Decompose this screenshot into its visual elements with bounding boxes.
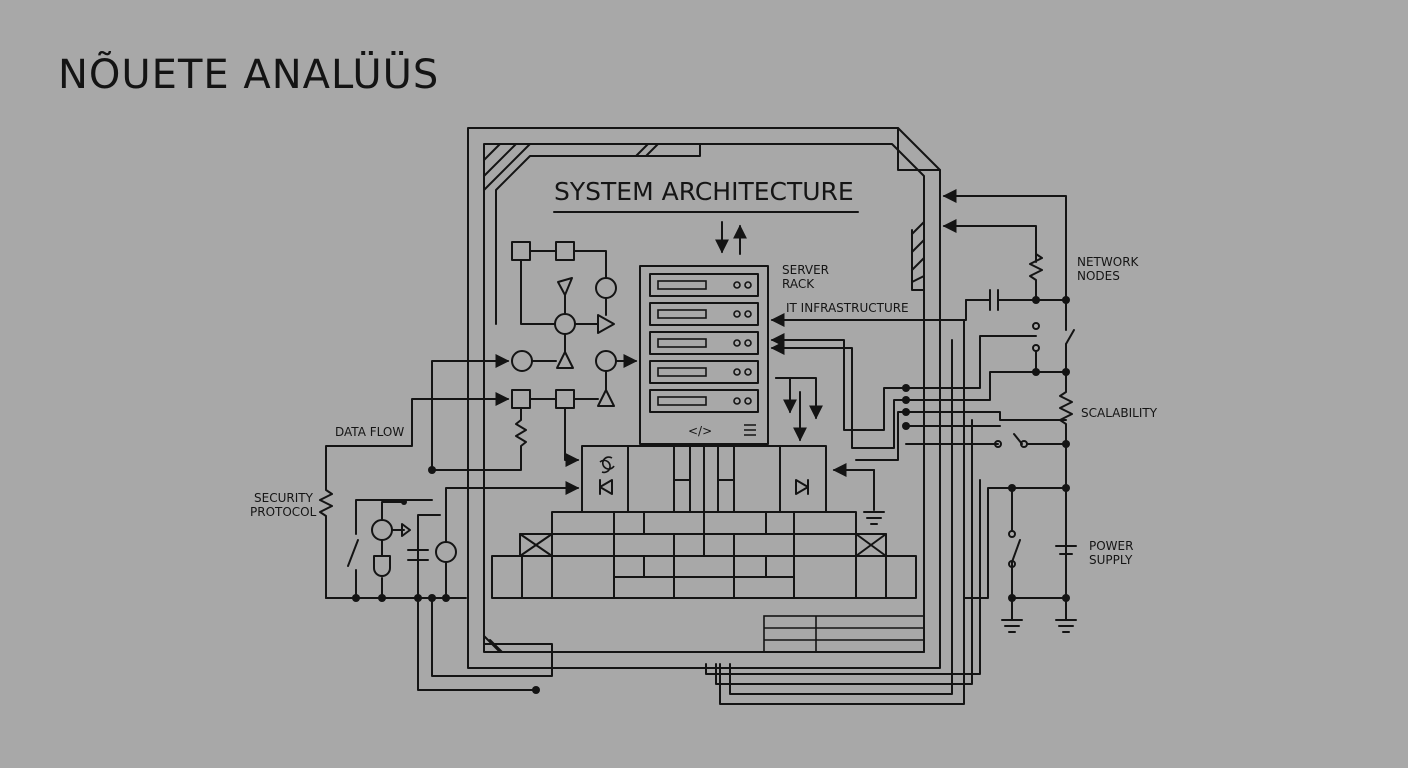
server-unit bbox=[649, 273, 759, 297]
refresh-icon bbox=[599, 456, 615, 474]
server-unit bbox=[649, 360, 759, 384]
right-circuits bbox=[705, 189, 1077, 705]
it-infrastructure-label: IT INFRASTRUCTURE bbox=[786, 301, 909, 315]
diode-right-icon bbox=[795, 479, 809, 495]
server-unit bbox=[649, 331, 759, 355]
document-frame bbox=[467, 127, 941, 669]
server-rack: </> bbox=[639, 265, 769, 445]
security-protocol-label: SECURITY bbox=[254, 491, 314, 505]
server-rack-label: SERVER bbox=[782, 263, 829, 277]
logic-network bbox=[431, 241, 638, 471]
diagram-heading: SYSTEM ARCHITECTURE bbox=[553, 177, 859, 255]
network-nodes-label: NODES bbox=[1077, 269, 1120, 283]
power-supply-label: POWER bbox=[1089, 539, 1133, 553]
labels: SERVER RACK IT INFRASTRUCTURE NETWORK NO… bbox=[250, 255, 1158, 567]
heading-text: SYSTEM ARCHITECTURE bbox=[554, 177, 854, 206]
server-rack-label: RACK bbox=[782, 277, 815, 291]
code-icon: </> bbox=[688, 424, 712, 438]
server-unit bbox=[649, 389, 759, 413]
network-nodes-label: NETWORK bbox=[1077, 255, 1140, 269]
security-protocol-label: PROTOCOL bbox=[250, 505, 317, 519]
diode-left-icon bbox=[599, 479, 613, 495]
data-flow-label: DATA FLOW bbox=[335, 425, 404, 439]
menu-icon bbox=[744, 424, 756, 436]
server-unit bbox=[649, 302, 759, 326]
base-structure bbox=[491, 445, 917, 599]
scalability-label: SCALABILITY bbox=[1081, 406, 1158, 420]
power-supply-label: SUPPLY bbox=[1089, 553, 1133, 567]
page-title: NÕUETE ANALÜÜS bbox=[58, 52, 440, 98]
left-circuits bbox=[319, 399, 580, 694]
